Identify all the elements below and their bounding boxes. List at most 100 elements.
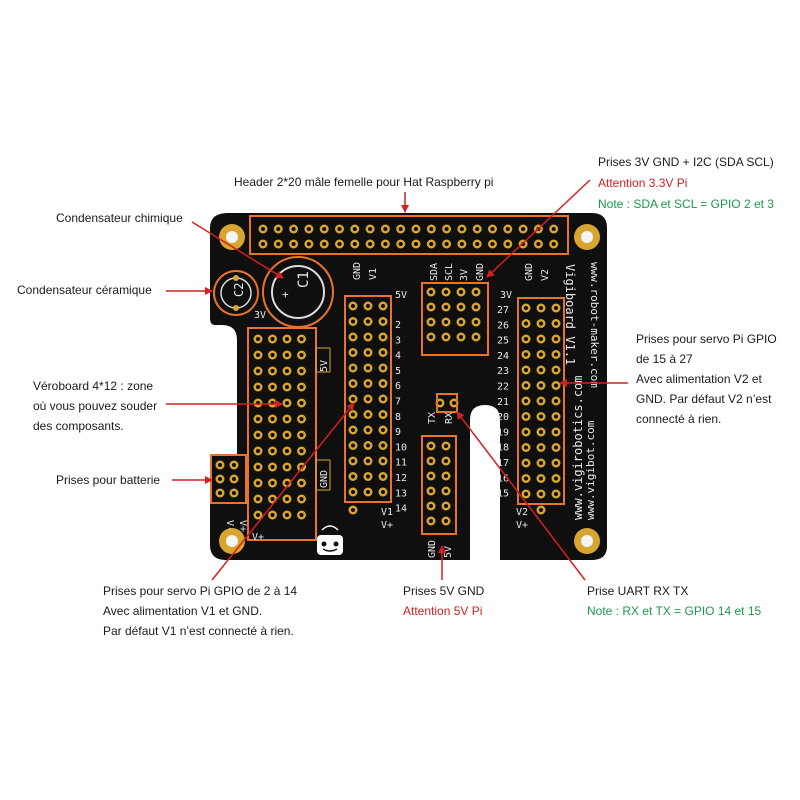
- pin-hole: [553, 305, 559, 311]
- gpio-label-16: 16: [497, 473, 509, 484]
- pin-hole: [284, 400, 290, 406]
- gpio-label-20: 20: [497, 412, 509, 423]
- gpio-label-9: 9: [395, 427, 401, 438]
- pin-hole: [490, 226, 495, 232]
- pin-hole: [413, 241, 419, 247]
- pin-hole: [365, 303, 371, 309]
- svg-text:C1: C1: [296, 271, 312, 288]
- pin-hole: [443, 443, 449, 449]
- gpio-label-18: 18: [497, 443, 509, 454]
- label-i2c-title: Prises 3V GND + I2C (SDA SCL): [598, 155, 774, 169]
- pin-hole: [473, 289, 479, 295]
- gpio-label-26: 26: [497, 320, 509, 331]
- svg-text:GND: GND: [427, 540, 438, 558]
- label-servo-right-4: GND. Par défaut V2 n’est: [636, 392, 772, 406]
- pin-hole: [350, 458, 356, 464]
- pin-hole: [538, 352, 544, 357]
- label-veroboard-2: où vous pouvez souder: [33, 399, 158, 413]
- pin-hole: [553, 476, 559, 481]
- pin-hole: [284, 496, 290, 502]
- power-5v-pins: [426, 441, 451, 526]
- pin-hole: [553, 336, 559, 342]
- pin-hole: [428, 503, 434, 509]
- pin-hole: [365, 396, 371, 402]
- pin-hole: [428, 289, 434, 295]
- pin-hole: [428, 473, 434, 479]
- pin-hole: [428, 488, 434, 494]
- svg-text:3V: 3V: [254, 310, 266, 321]
- label-uart-title: Prise UART RX TX: [587, 584, 689, 598]
- pin-hole: [350, 507, 356, 513]
- pin-hole: [255, 384, 261, 390]
- pin-hole: [299, 368, 304, 374]
- pin-hole: [352, 241, 357, 247]
- label-i2c-note: Note : SDA et SCL = GPIO 2 et 3: [598, 197, 774, 211]
- pin-hole: [538, 507, 544, 513]
- pin-hole: [291, 226, 296, 232]
- pin-hole: [538, 336, 544, 342]
- pin-hole: [380, 396, 386, 402]
- gpio-label-23: 23: [497, 366, 509, 377]
- pin-hole: [255, 464, 261, 470]
- i2c-pins: [426, 287, 481, 342]
- label-5v-warning: Attention 5V Pi: [403, 604, 483, 618]
- pin-hole: [523, 336, 529, 342]
- svg-text:V2: V2: [516, 507, 528, 518]
- label-header: Header 2*20 mâle femelle pour Hat Raspbe…: [234, 175, 494, 189]
- pin-hole: [365, 489, 371, 495]
- pin-hole: [473, 319, 479, 325]
- pin-hole: [538, 476, 544, 481]
- pin-hole: [299, 448, 304, 454]
- pin-hole: [538, 321, 544, 326]
- pin-hole: [428, 319, 434, 325]
- veroboard-highlight: [247, 327, 317, 541]
- svg-text:V+: V+: [516, 520, 528, 531]
- svg-text:3V: 3V: [459, 269, 470, 281]
- pin-hole: [350, 319, 356, 324]
- pin-hole: [553, 367, 559, 373]
- pin-hole: [523, 476, 529, 481]
- pin-hole: [380, 412, 386, 417]
- pin-hole: [255, 512, 261, 518]
- pin-hole: [299, 384, 304, 390]
- pin-hole: [350, 303, 356, 309]
- pin-hole: [443, 458, 449, 464]
- power-5v-highlight: [421, 435, 457, 535]
- pin-hole: [443, 518, 449, 524]
- pin-hole: [538, 383, 544, 388]
- label-uart-note: Note : RX et TX = GPIO 14 et 15: [587, 604, 762, 618]
- pin-hole: [231, 462, 237, 468]
- pin-hole: [458, 289, 464, 295]
- pin-hole: [337, 226, 342, 232]
- pin-hole: [536, 241, 541, 247]
- svg-text:www.vigirobotics.com: www.vigirobotics.com: [571, 376, 585, 521]
- pin-hole: [365, 458, 371, 464]
- pin-hole: [380, 319, 386, 324]
- pin-hole: [365, 365, 371, 371]
- pin-hole: [365, 427, 371, 433]
- pin-hole: [398, 226, 403, 232]
- pin-hole: [365, 319, 371, 324]
- gpio-label-17: 17: [497, 458, 509, 469]
- pin-hole: [270, 336, 275, 342]
- pin-hole: [475, 241, 480, 247]
- label-condensateur-chimique: Condensateur chimique: [56, 211, 183, 225]
- pin-hole: [337, 241, 342, 247]
- pin-hole: [284, 464, 290, 470]
- pin-hole: [523, 398, 529, 404]
- svg-text:V1: V1: [368, 268, 379, 280]
- pin-hole: [383, 241, 388, 247]
- pin-hole: [380, 303, 386, 309]
- gpio-label-3: 3: [395, 335, 401, 346]
- pin-hole: [350, 443, 356, 448]
- pin-hole: [284, 368, 290, 374]
- pin-hole: [350, 474, 356, 479]
- pin-hole: [365, 443, 371, 448]
- svg-text:GND: GND: [524, 263, 535, 281]
- svg-text:V1: V1: [381, 507, 393, 518]
- svg-text:V-: V-: [224, 520, 235, 532]
- callout-arrows: [166, 179, 628, 581]
- gpio-label-24: 24: [497, 351, 509, 362]
- servo-right-pins: [521, 303, 561, 515]
